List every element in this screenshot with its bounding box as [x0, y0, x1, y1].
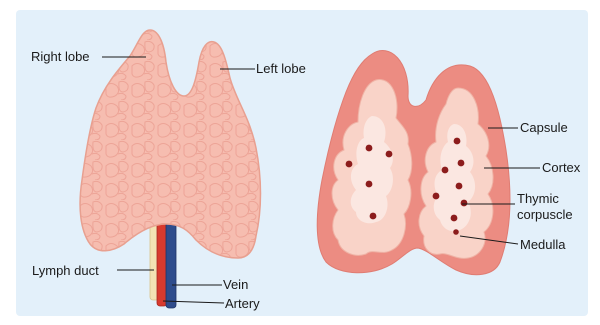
thymic-corpuscle-dot: [456, 183, 463, 190]
thymic-corpuscle-dot: [346, 161, 353, 168]
thymic-corpuscle-dot: [458, 160, 465, 167]
vein-vessel: [166, 222, 176, 308]
thymic-corpuscle-dot: [442, 167, 449, 174]
thymic-corpuscle-dot: [366, 181, 373, 188]
thymic-corpuscle-dot: [461, 200, 468, 207]
artery-vessel: [157, 222, 167, 306]
vein-label: Vein: [223, 277, 248, 292]
artery-label: Artery: [225, 296, 260, 311]
thymic-corpuscle-dot: [453, 229, 459, 235]
thymic-corpuscle-label-line2: corpuscle: [517, 207, 573, 222]
thymic-corpuscle-dot: [366, 145, 373, 152]
thymic-corpuscle-dot: [451, 215, 458, 222]
thymic-corpuscle-label-line1: Thymic: [517, 191, 559, 206]
right-lobe-label: Right lobe: [31, 49, 90, 64]
lymph-duct-label: Lymph duct: [32, 263, 99, 278]
left-lobe-label: Left lobe: [256, 61, 306, 76]
thymic-corpuscle-dot: [433, 193, 440, 200]
medulla-label: Medulla: [520, 237, 566, 252]
thymic-corpuscle-dot: [386, 151, 393, 158]
thymic-corpuscle-dot: [370, 213, 377, 220]
thymic-corpuscle-dot: [454, 138, 461, 145]
capsule-label: Capsule: [520, 120, 568, 135]
cortex-label: Cortex: [542, 160, 581, 175]
